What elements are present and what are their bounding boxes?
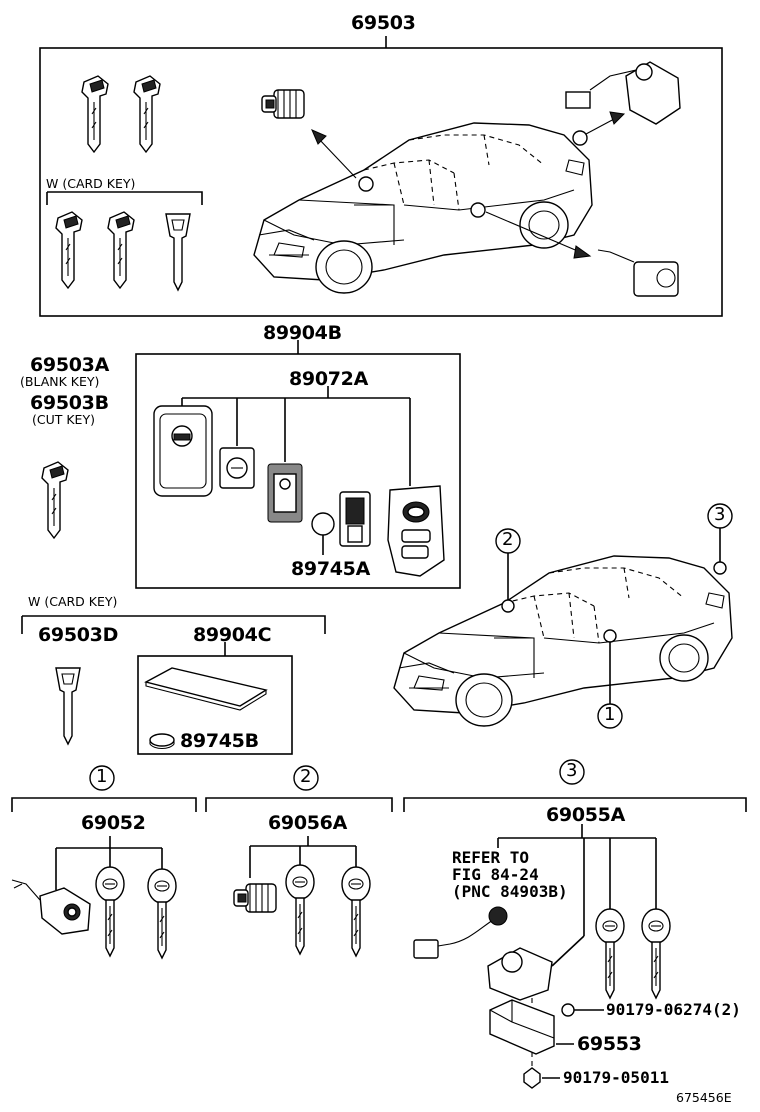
- location-2-marker: [495, 528, 521, 554]
- part-number-69503a: 69503A: [30, 354, 110, 376]
- blank-key-note: (BLANK KEY): [20, 374, 100, 389]
- group-89904b-frame: [135, 353, 461, 589]
- key-icon: [641, 908, 671, 999]
- key-icon: [107, 211, 135, 289]
- part-number-69503b: 69503B: [30, 392, 109, 414]
- key-icon: [41, 461, 69, 539]
- part-number-69503d: 69503D: [38, 624, 119, 646]
- part-number-69553: 69553: [577, 1033, 642, 1055]
- part-number-89745a: 89745A: [291, 558, 371, 580]
- smart-key-fob-icon: [387, 485, 445, 577]
- group-89904c-frame: [137, 655, 293, 755]
- car-icon: [253, 122, 593, 294]
- card-key-icon: [144, 667, 268, 711]
- group-1-index: 1: [96, 766, 108, 787]
- ignition-switch-icon: [413, 906, 553, 1001]
- ignition-switch-icon: [565, 61, 681, 125]
- location-3-marker: [707, 503, 733, 529]
- key-icon: [285, 864, 315, 955]
- refer-line-2: FIG 84-24: [452, 865, 539, 884]
- smart-key-fob-icon: [153, 405, 213, 497]
- card-key-label-2: W (CARD KEY): [28, 594, 118, 609]
- location-1-label: 1: [604, 704, 616, 725]
- group-69503-frame: [39, 47, 723, 317]
- part-number-89904b: 89904B: [263, 322, 342, 344]
- coin-battery-icon: [311, 512, 335, 536]
- circuit-board-icon: [267, 463, 303, 523]
- part-number-69056a: 69056A: [268, 812, 348, 834]
- part-number-69052: 69052: [81, 812, 146, 834]
- lock-cylinder-icon: [261, 89, 305, 119]
- refer-line-3: (PNC 84903B): [452, 882, 568, 901]
- door-lock-cylinder-icon: [597, 249, 679, 297]
- part-number-89745b: 89745B: [180, 730, 259, 752]
- screw-icon: [561, 1003, 575, 1017]
- part-number-89072a: 89072A: [289, 368, 369, 390]
- key-icon: [81, 75, 109, 153]
- illustration-id: 675456E: [676, 1090, 732, 1105]
- key-icon: [133, 75, 161, 153]
- key-icon: [341, 866, 371, 957]
- coin-battery-icon: [149, 733, 175, 750]
- lock-cylinder-icon: [233, 883, 277, 913]
- car-icon: [393, 555, 733, 727]
- location-1-marker: [597, 703, 623, 729]
- key-icon: [219, 447, 255, 489]
- cut-key-note: (CUT KEY): [32, 412, 95, 427]
- bracket-icon: [489, 999, 555, 1055]
- location-2-label: 2: [502, 529, 514, 550]
- card-key-label: W (CARD KEY): [46, 176, 136, 191]
- key-icon: [595, 908, 625, 999]
- key-icon: [95, 866, 125, 957]
- key-icon: [165, 213, 191, 292]
- group-2-index: 2: [300, 766, 312, 787]
- part-number-89904c: 89904C: [193, 624, 272, 646]
- nut-icon: [523, 1067, 541, 1089]
- part-number-90179-05011: 90179-05011: [563, 1068, 669, 1087]
- part-number-90179-06274: 90179-06274(2): [606, 1000, 741, 1019]
- group-3-index: 3: [566, 760, 578, 781]
- key-blade-holder-icon: [339, 491, 371, 547]
- part-number-69503: 69503: [351, 12, 416, 34]
- key-icon: [55, 211, 83, 289]
- key-icon: [55, 667, 81, 746]
- refer-line-1: REFER TO: [452, 848, 530, 867]
- location-3-label: 3: [714, 504, 726, 525]
- part-number-69055a: 69055A: [546, 804, 626, 826]
- lock-cylinder-icon: [11, 879, 91, 935]
- key-icon: [147, 868, 177, 959]
